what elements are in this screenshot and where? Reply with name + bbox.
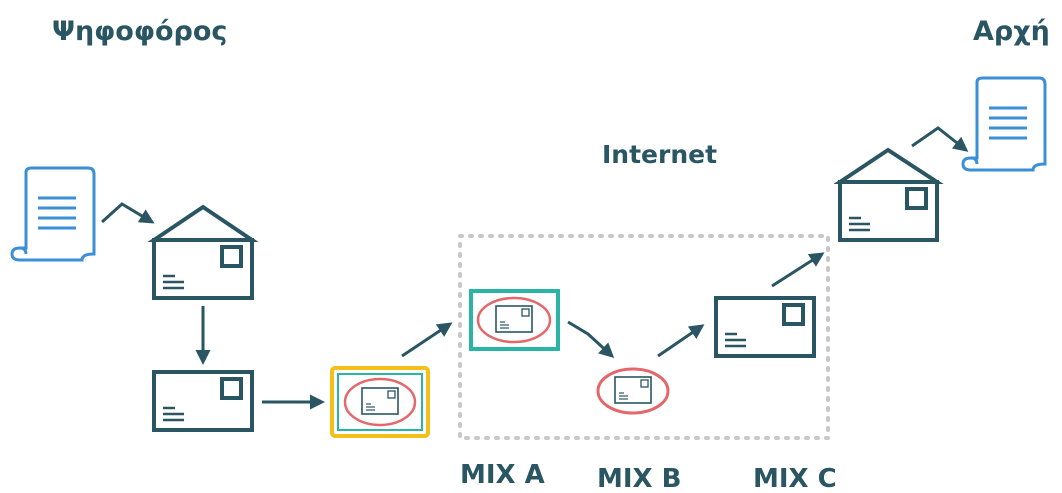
single-encrypted-envelope-icon bbox=[596, 367, 670, 415]
arrow-icon bbox=[771, 252, 825, 288]
arrow-icon bbox=[100, 202, 155, 224]
ballot-document-icon bbox=[10, 166, 96, 262]
arrow-icon bbox=[657, 324, 705, 358]
arrow-icon bbox=[567, 320, 615, 359]
voter-title: Ψηφοφόρος bbox=[52, 16, 227, 47]
arrow-icon bbox=[401, 322, 453, 358]
double-encrypted-envelope-icon bbox=[469, 289, 560, 351]
mix-a-label: MIX A bbox=[460, 460, 545, 490]
sealed-envelope-icon bbox=[152, 370, 254, 432]
internet-title: Internet bbox=[602, 140, 717, 169]
arrow-icon bbox=[911, 126, 969, 152]
mix-b-label: MIX B bbox=[597, 464, 681, 493]
result-document-icon bbox=[961, 76, 1047, 172]
mix-c-label: MIX C bbox=[753, 464, 837, 493]
triple-encrypted-envelope-icon bbox=[330, 366, 430, 438]
decrypted-envelope-icon bbox=[714, 296, 816, 358]
opened-envelope-icon bbox=[833, 147, 944, 242]
internet-region bbox=[458, 234, 830, 440]
open-envelope-icon bbox=[147, 204, 259, 300]
authority-title: Αρχή bbox=[973, 16, 1050, 47]
